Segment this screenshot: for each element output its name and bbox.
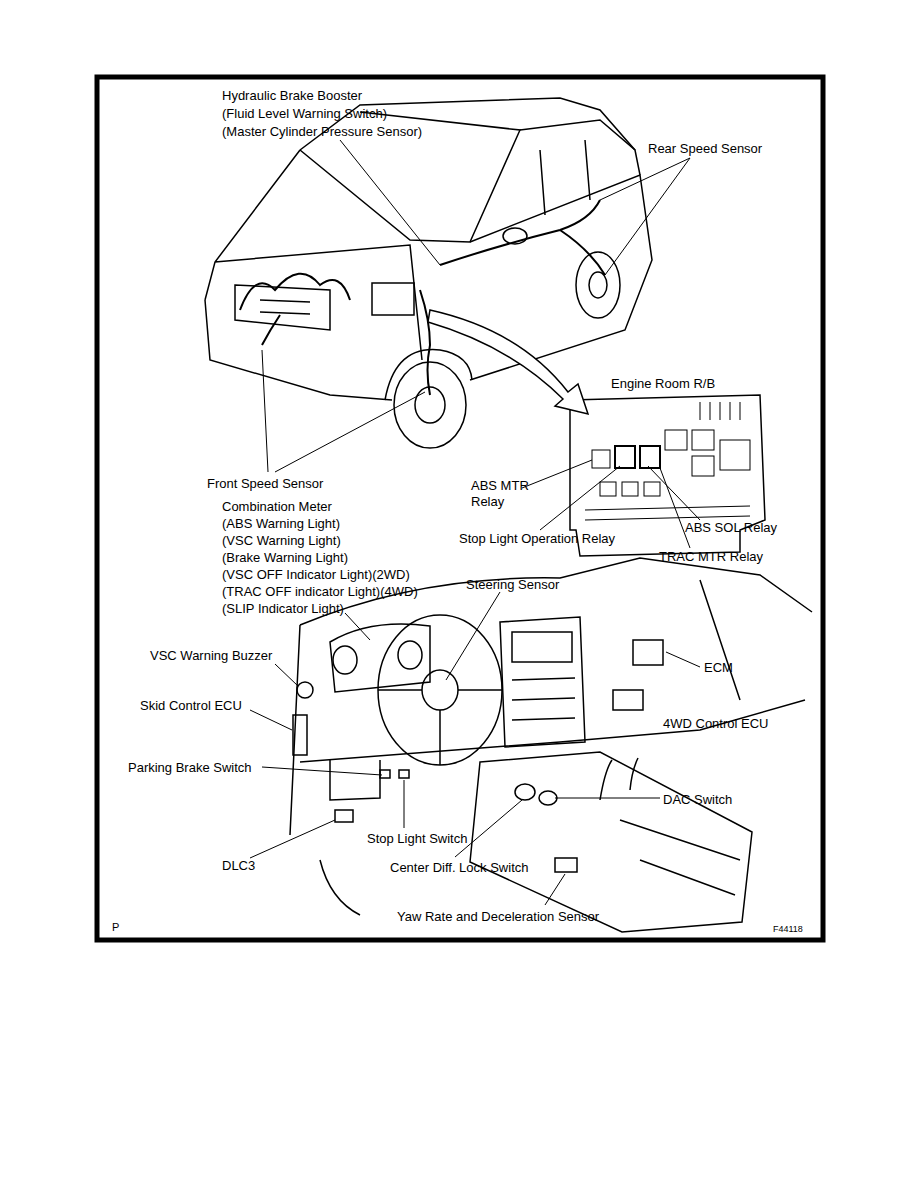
part-label: (VSC OFF Indicator Light)(2WD) <box>222 567 410 583</box>
part-label: 4WD Control ECU <box>663 716 768 732</box>
part-label: Combination Meter <box>222 499 332 515</box>
vehicle-outline <box>205 98 652 448</box>
part-label: DLC3 <box>222 858 255 874</box>
part-label: Rear Speed Sensor <box>648 141 762 157</box>
part-label: Stop Light Switch <box>367 831 467 847</box>
part-label: (VSC Warning Light) <box>222 533 341 549</box>
part-label: VSC Warning Buzzer <box>150 648 272 664</box>
zoom-arrow <box>428 310 588 414</box>
part-label: (Master Cylinder Pressure Sensor) <box>222 124 422 140</box>
part-label: Parking Brake Switch <box>128 760 252 776</box>
part-label: (TRAC OFF indicator Light)(4WD) <box>222 584 418 600</box>
part-label: ABS SOL Relay <box>685 520 777 536</box>
part-label: Steering Sensor <box>466 577 559 593</box>
part-label: Yaw Rate and Deceleration Sensor <box>397 909 599 925</box>
part-label: (ABS Warning Light) <box>222 516 340 532</box>
dashboard-outline <box>290 558 812 932</box>
part-label: Hydraulic Brake Booster <box>222 88 362 104</box>
part-label: (Brake Warning Light) <box>222 550 348 566</box>
part-label: DAC Switch <box>663 792 732 808</box>
frame <box>97 77 823 940</box>
part-label: Center Diff. Lock Switch <box>390 860 528 876</box>
part-label: TRAC MTR Relay <box>659 549 763 565</box>
part-label: F44118 <box>773 924 803 935</box>
part-label: Engine Room R/B <box>611 376 715 392</box>
part-label: ECM <box>704 660 733 676</box>
part-label: Front Speed Sensor <box>207 476 323 492</box>
part-label: P <box>112 921 119 934</box>
part-label: (Fluid Level Warning Switch) <box>222 106 387 122</box>
part-label: ABS MTR Relay <box>471 478 541 510</box>
part-label: Skid Control ECU <box>140 698 242 714</box>
part-label: Stop Light Operation Relay <box>459 531 615 547</box>
part-label: (SLIP Indicator Light) <box>222 601 344 617</box>
